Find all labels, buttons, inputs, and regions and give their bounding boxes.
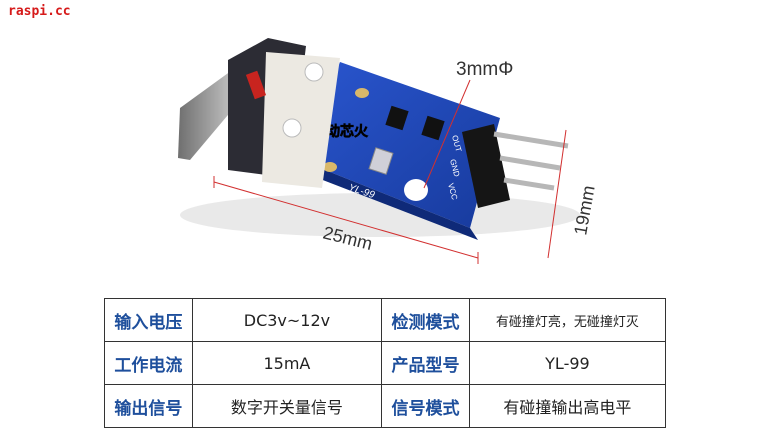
- pcb-board: [300, 62, 500, 228]
- spec-table: 输入电压 DC3v~12v 检测模式 有碰撞灯亮，无碰撞灯灭 工作电流 15mA…: [104, 298, 667, 428]
- spec-key: 输出信号: [104, 384, 193, 428]
- solder-pad: [323, 162, 337, 172]
- solder-pad: [355, 88, 369, 98]
- pin-header: [462, 124, 510, 208]
- pin-label-out: OUT: [450, 134, 463, 153]
- spec-value: 有碰撞输出高电平: [468, 384, 667, 428]
- header-pin: [493, 131, 569, 149]
- spec-key: 信号模式: [381, 384, 470, 428]
- switch-plunger: [245, 70, 267, 100]
- height-dimension-label: 19mm: [570, 184, 598, 237]
- spec-key: 检测模式: [381, 298, 470, 342]
- led: [368, 147, 394, 175]
- spec-value: DC3v~12v: [191, 298, 383, 342]
- switch-base: [262, 52, 340, 188]
- switch-screw-hole: [282, 118, 302, 138]
- smd-resistor: [385, 105, 409, 131]
- spec-key: 输入电压: [104, 298, 193, 342]
- table-row: 输入电压 DC3v~12v 检测模式 有碰撞灯亮，无碰撞灯灭: [104, 298, 667, 342]
- spec-value: 有碰撞灯亮，无碰撞灯灭: [468, 298, 667, 342]
- spec-key: 工作电流: [104, 341, 193, 385]
- pin-label-vcc: VCC: [446, 182, 459, 201]
- table-row: 输出信号 数字开关量信号 信号模式 有碰撞输出高电平: [104, 384, 667, 428]
- width-dimension-line: [213, 181, 479, 259]
- mounting-hole: [404, 179, 428, 201]
- header-pin: [499, 155, 561, 171]
- product-photo: YL-99 跃动芯火 OUT GND VCC 3mmΦ 25mm 19mm: [178, 38, 599, 264]
- pcb-board-edge: [300, 160, 478, 240]
- header-pin: [503, 177, 555, 191]
- hole-dimension-line: [423, 79, 471, 189]
- spec-value: YL-99: [468, 341, 667, 385]
- spec-value: 15mA: [191, 341, 383, 385]
- height-dimension-line: [547, 129, 567, 259]
- switch-screw-hole: [304, 62, 324, 82]
- hole-dimension-label: 3mmΦ: [456, 59, 513, 80]
- table-row: 工作电流 15mA 产品型号 YL-99: [104, 341, 667, 385]
- spec-key: 产品型号: [381, 341, 470, 385]
- smd-resistor: [421, 115, 445, 141]
- spec-value: 数字开关量信号: [191, 384, 383, 428]
- watermark-text: raspi.cc: [8, 4, 71, 19]
